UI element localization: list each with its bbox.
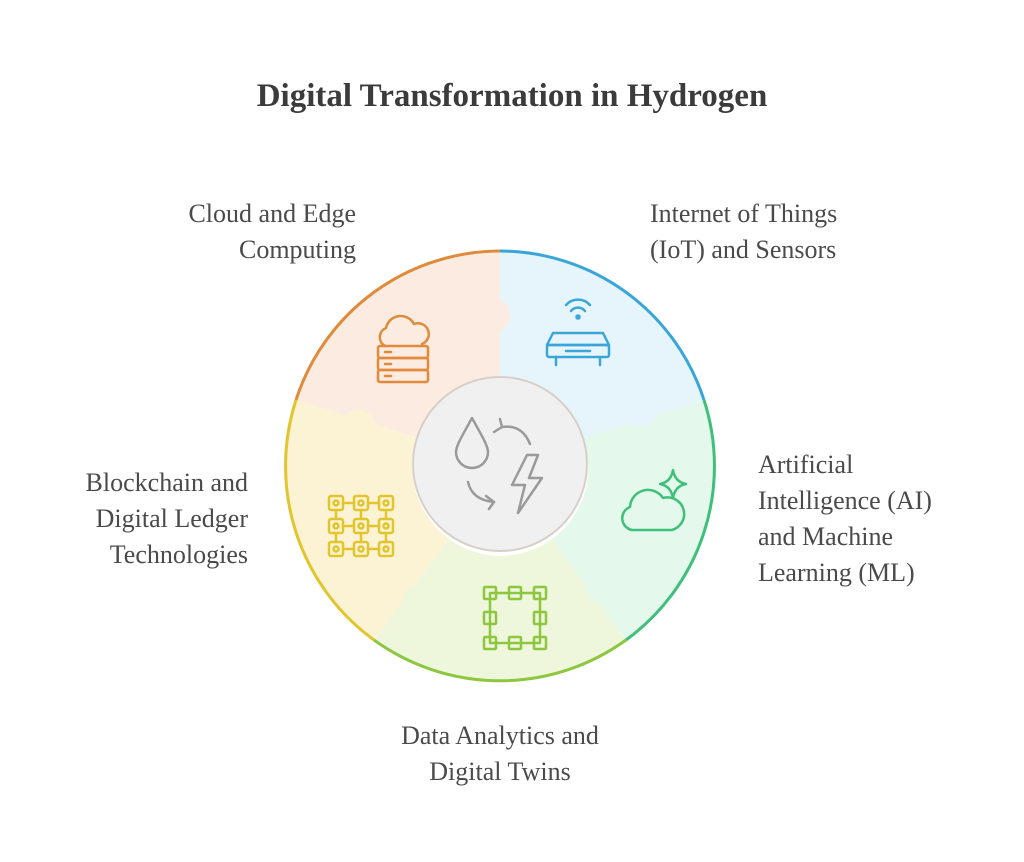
- segment-data-outline: [373, 638, 627, 683]
- cloud-server-icon: [376, 314, 431, 384]
- block-node: [382, 545, 390, 553]
- segment-ai-outline: [625, 399, 716, 642]
- label-line: and Machine: [758, 522, 894, 551]
- label-line: Intelligence (AI): [758, 486, 932, 515]
- block-node: [357, 545, 365, 553]
- label-line: Digital Ledger: [95, 504, 248, 533]
- label-line: Cloud and Edge: [188, 199, 356, 228]
- label-line: Artificial: [758, 450, 854, 479]
- wifi-sensor-icon: [545, 298, 611, 367]
- label-iot-sensors: Internet of Things (IoT) and Sensors: [650, 196, 910, 268]
- label-line: Learning (ML): [758, 558, 915, 587]
- segment-cloud: [296, 251, 500, 438]
- hydrogen-energy-icon: [454, 416, 544, 515]
- block-node: [332, 545, 340, 553]
- block-node: [332, 522, 340, 530]
- segment-cloud-outline: [294, 249, 501, 401]
- block-node: [382, 499, 390, 507]
- segment-iot-outline: [499, 249, 706, 401]
- circuit-frame-icon: [482, 585, 548, 651]
- segment-data: [374, 539, 626, 681]
- label-line: (IoT) and Sensors: [650, 235, 837, 264]
- block-node: [357, 522, 365, 530]
- puzzle-tab-cloud: [474, 297, 510, 333]
- segment-block-outline: [284, 399, 375, 642]
- block-grid-icon: [327, 494, 395, 558]
- block-node: [382, 522, 390, 530]
- block-node: [332, 499, 340, 507]
- label-ai-ml: Artificial Intelligence (AI) and Machine…: [758, 447, 998, 591]
- label-line: Digital Twins: [429, 757, 571, 786]
- puzzle-tab-block: [340, 410, 376, 446]
- label-line: Computing: [238, 235, 356, 264]
- cloud-sparkle-icon: [621, 468, 688, 532]
- label-line: Internet of Things: [650, 199, 838, 228]
- label-data-analytics: Data Analytics and Digital Twins: [300, 718, 700, 790]
- puzzle-tab-iot: [622, 390, 658, 426]
- label-line: Technologies: [109, 540, 248, 569]
- label-cloud-edge: Cloud and Edge Computing: [110, 196, 356, 268]
- label-line: Data Analytics and: [401, 721, 599, 750]
- label-line: Blockchain and: [85, 468, 248, 497]
- label-blockchain: Blockchain and Digital Ledger Technologi…: [20, 465, 248, 573]
- center-hub: [412, 376, 588, 552]
- puzzle-tab-ai: [585, 567, 621, 603]
- diagram-title: Digital Transformation in Hydrogen: [256, 78, 768, 114]
- puzzle-tab-data: [402, 585, 438, 621]
- block-node: [357, 499, 365, 507]
